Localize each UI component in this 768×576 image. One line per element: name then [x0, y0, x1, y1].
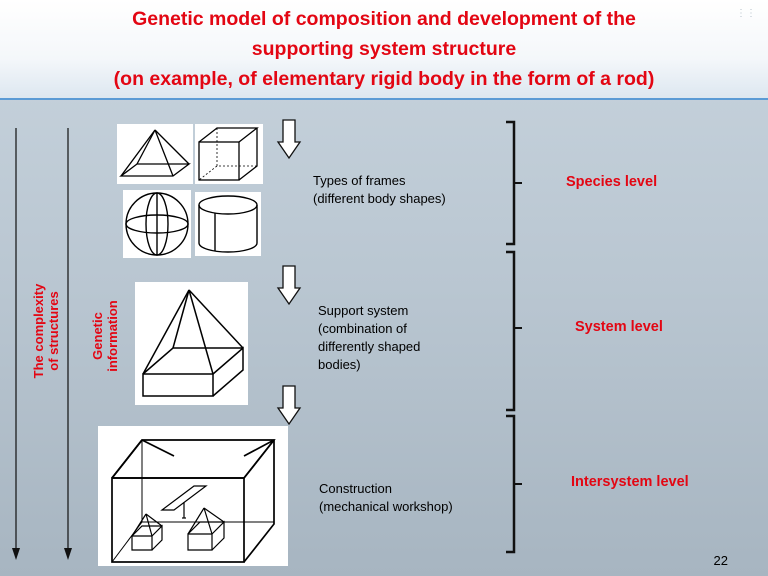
cylinder-image — [195, 192, 261, 256]
stage-1-label: Types of frames (different body shapes) — [313, 172, 446, 208]
genetic-label-line-1: Genetic — [90, 312, 105, 360]
cube-image — [195, 124, 263, 184]
down-arrow-icon — [276, 385, 302, 426]
stage-3-line-2: (mechanical workshop) — [319, 499, 453, 514]
stage-2-line-2: (combination of — [318, 321, 407, 336]
slide-corner-mark: ⋮⋮ — [736, 8, 756, 19]
stage-2-line-4: bodies) — [318, 357, 361, 372]
stage-2-line-3: differently shaped — [318, 339, 421, 354]
workshop-image — [98, 426, 288, 566]
complexity-axis-label: The complexity of structures — [31, 271, 61, 391]
stage-2-line-1: Support system — [318, 303, 409, 318]
species-level-label: Species level — [566, 174, 658, 190]
title-line-2: supporting system structure — [251, 38, 517, 60]
genetic-label-line-2: information — [105, 300, 120, 372]
stage-3-label: Construction (mechanical workshop) — [319, 480, 453, 516]
page-number: 22 — [713, 553, 728, 568]
roofed-prism-image — [135, 282, 248, 405]
down-arrow-icon — [276, 265, 302, 306]
complexity-label-line-2: of structures — [46, 291, 61, 371]
title-line-1: Genetic model of composition and develop… — [132, 8, 636, 30]
title-line-3: (on example, of elementary rigid body in… — [113, 68, 655, 90]
bracket-system — [506, 250, 516, 412]
stage-2-label: Support system (combination of different… — [318, 302, 420, 374]
system-level-label: System level — [575, 319, 663, 335]
slide-title: Genetic model of composition and develop… — [0, 4, 768, 94]
genetic-axis-label: Genetic information — [90, 286, 120, 386]
bracket-intersystem — [506, 414, 516, 554]
stage-1-line-2: (different body shapes) — [313, 191, 446, 206]
pyramid-image — [117, 124, 193, 184]
stage-3-line-1: Construction — [319, 481, 392, 496]
bracket-species — [506, 120, 516, 246]
genetic-axis-arrowhead — [64, 548, 72, 560]
complexity-label-line-1: The complexity — [31, 283, 46, 379]
header-band: Genetic model of composition and develop… — [0, 0, 768, 100]
complexity-axis-arrowhead — [12, 548, 20, 560]
down-arrow-icon — [276, 119, 302, 160]
stage-1-line-1: Types of frames — [313, 173, 406, 188]
intersystem-level-label: Intersystem level — [571, 474, 689, 490]
sphere-image — [123, 190, 191, 258]
